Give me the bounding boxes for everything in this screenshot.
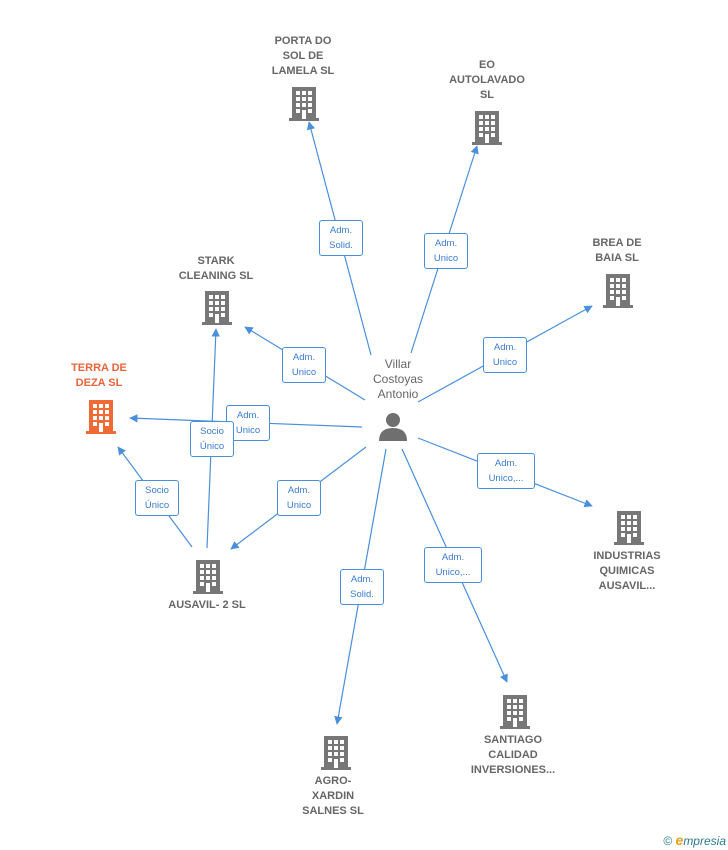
company-name-line: INDUSTRIAS: [593, 550, 661, 562]
building-icon[interactable]: [202, 291, 232, 325]
company-name-eo[interactable]: EO AUTOLAVADO SL: [432, 58, 542, 103]
edge-role-text: Adm.: [350, 574, 374, 585]
edge-role-text: Adm.: [236, 410, 260, 421]
edge-role-text: Unico: [286, 500, 312, 511]
edge-role-text: Socio: [145, 485, 169, 496]
company-name-line: CLEANING SL: [178, 270, 254, 282]
company-name-line: CALIDAD: [488, 749, 538, 761]
edge-role-text: Unico,...: [435, 567, 471, 578]
company-name-agro[interactable]: AGRO- XARDIN SALNES SL: [278, 774, 388, 819]
company-name-line: TERRA DE: [71, 362, 127, 374]
nodes-layer: [86, 87, 644, 770]
footer-brand[interactable]: © empresia: [663, 832, 726, 848]
company-name-line: SALNES SL: [302, 805, 364, 817]
edge-role-text: Adm.: [493, 342, 517, 353]
edge-role-text: Unico: [433, 253, 459, 264]
company-name-terra[interactable]: TERRA DE DEZA SL: [44, 361, 154, 391]
edge-role-text: Único: [199, 441, 225, 452]
company-name-line: AUTOLAVADO: [449, 74, 525, 86]
edge-role-label[interactable]: Adm. Solid.: [319, 220, 363, 256]
center-name-line: Villar: [384, 357, 412, 371]
center-person-name[interactable]: Villar Costoyas Antonio: [350, 357, 446, 402]
company-name-line: STARK: [197, 255, 235, 267]
edge-role-label[interactable]: Adm. Unico,...: [477, 453, 535, 489]
edge-role-label[interactable]: Adm. Solid.: [340, 569, 384, 605]
edge-role-label[interactable]: Adm. Unico: [277, 480, 321, 516]
center-name-line: Costoyas: [372, 372, 424, 386]
company-name-stark[interactable]: STARK CLEANING SL: [161, 254, 271, 284]
building-icon[interactable]: [603, 274, 633, 308]
edge-role-text: Unico: [492, 357, 518, 368]
company-name-porta[interactable]: PORTA DO SOL DE LAMELA SL: [243, 34, 363, 79]
center-name-line: Antonio: [377, 387, 419, 401]
company-name-line: PORTA DO: [274, 35, 332, 47]
building-icon[interactable]: [193, 560, 223, 594]
company-name-line: BREA DE: [592, 237, 642, 249]
company-name-line: SL: [479, 89, 495, 101]
company-name-line: SANTIAGO: [483, 734, 543, 746]
edge-role-text: Adm.: [434, 238, 458, 249]
company-name-santiago[interactable]: SANTIAGO CALIDAD INVERSIONES...: [453, 733, 573, 778]
edge-role-text: Unico: [291, 367, 317, 378]
edge-role-label[interactable]: Adm. Unico: [483, 337, 527, 373]
edge-role-label[interactable]: Adm. Unico,...: [424, 547, 482, 583]
edge-role-text: Adm.: [494, 458, 518, 469]
building-icon[interactable]: [86, 400, 116, 434]
edge-role-text: Unico: [235, 425, 261, 436]
edge-role-text: Adm.: [292, 352, 316, 363]
edge-role-label[interactable]: Adm. Unico: [282, 347, 326, 383]
company-name-industrias[interactable]: INDUSTRIAS QUIMICAS AUSAVIL...: [572, 549, 682, 594]
company-name-ausavil[interactable]: AUSAVIL- 2 SL: [152, 598, 262, 613]
company-name-line: AUSAVIL- 2 SL: [168, 599, 246, 611]
edge-role-text: Adm.: [329, 225, 353, 236]
company-name-line: EO: [479, 59, 495, 71]
edge-role-text: Unico,...: [488, 473, 524, 484]
edge-role-label[interactable]: Adm. Unico: [424, 233, 468, 269]
edge-role-text: Adm.: [441, 552, 465, 563]
edge-role-text: Solid.: [329, 240, 353, 251]
building-icon[interactable]: [472, 111, 502, 145]
edge-role-text: Único: [144, 500, 170, 511]
company-name-line: SOL DE: [282, 50, 324, 62]
brand-logo-name: mpresia: [683, 834, 726, 848]
building-icon[interactable]: [614, 511, 644, 545]
edge-role-text: Socio: [200, 426, 224, 437]
company-name-line: LAMELA SL: [271, 65, 335, 77]
building-icon[interactable]: [500, 695, 530, 729]
edge-role-text: Solid.: [350, 589, 374, 600]
building-icon[interactable]: [289, 87, 319, 121]
company-name-line: QUIMICAS: [599, 565, 655, 577]
copyright-symbol: ©: [663, 834, 673, 848]
brand-logo-initial: e: [675, 832, 684, 848]
edge-role-text: Adm.: [287, 485, 311, 496]
person-icon[interactable]: [379, 413, 407, 441]
company-name-line: AGRO-: [314, 775, 352, 787]
company-name-line: AUSAVIL...: [598, 580, 656, 592]
company-name-line: BAIA SL: [595, 252, 639, 264]
company-name-line: INVERSIONES...: [470, 764, 556, 776]
building-icon[interactable]: [321, 736, 351, 770]
company-name-line: XARDIN: [311, 790, 355, 802]
company-name-line: DEZA SL: [75, 377, 123, 389]
company-name-brea[interactable]: BREA DE BAIA SL: [562, 236, 672, 266]
